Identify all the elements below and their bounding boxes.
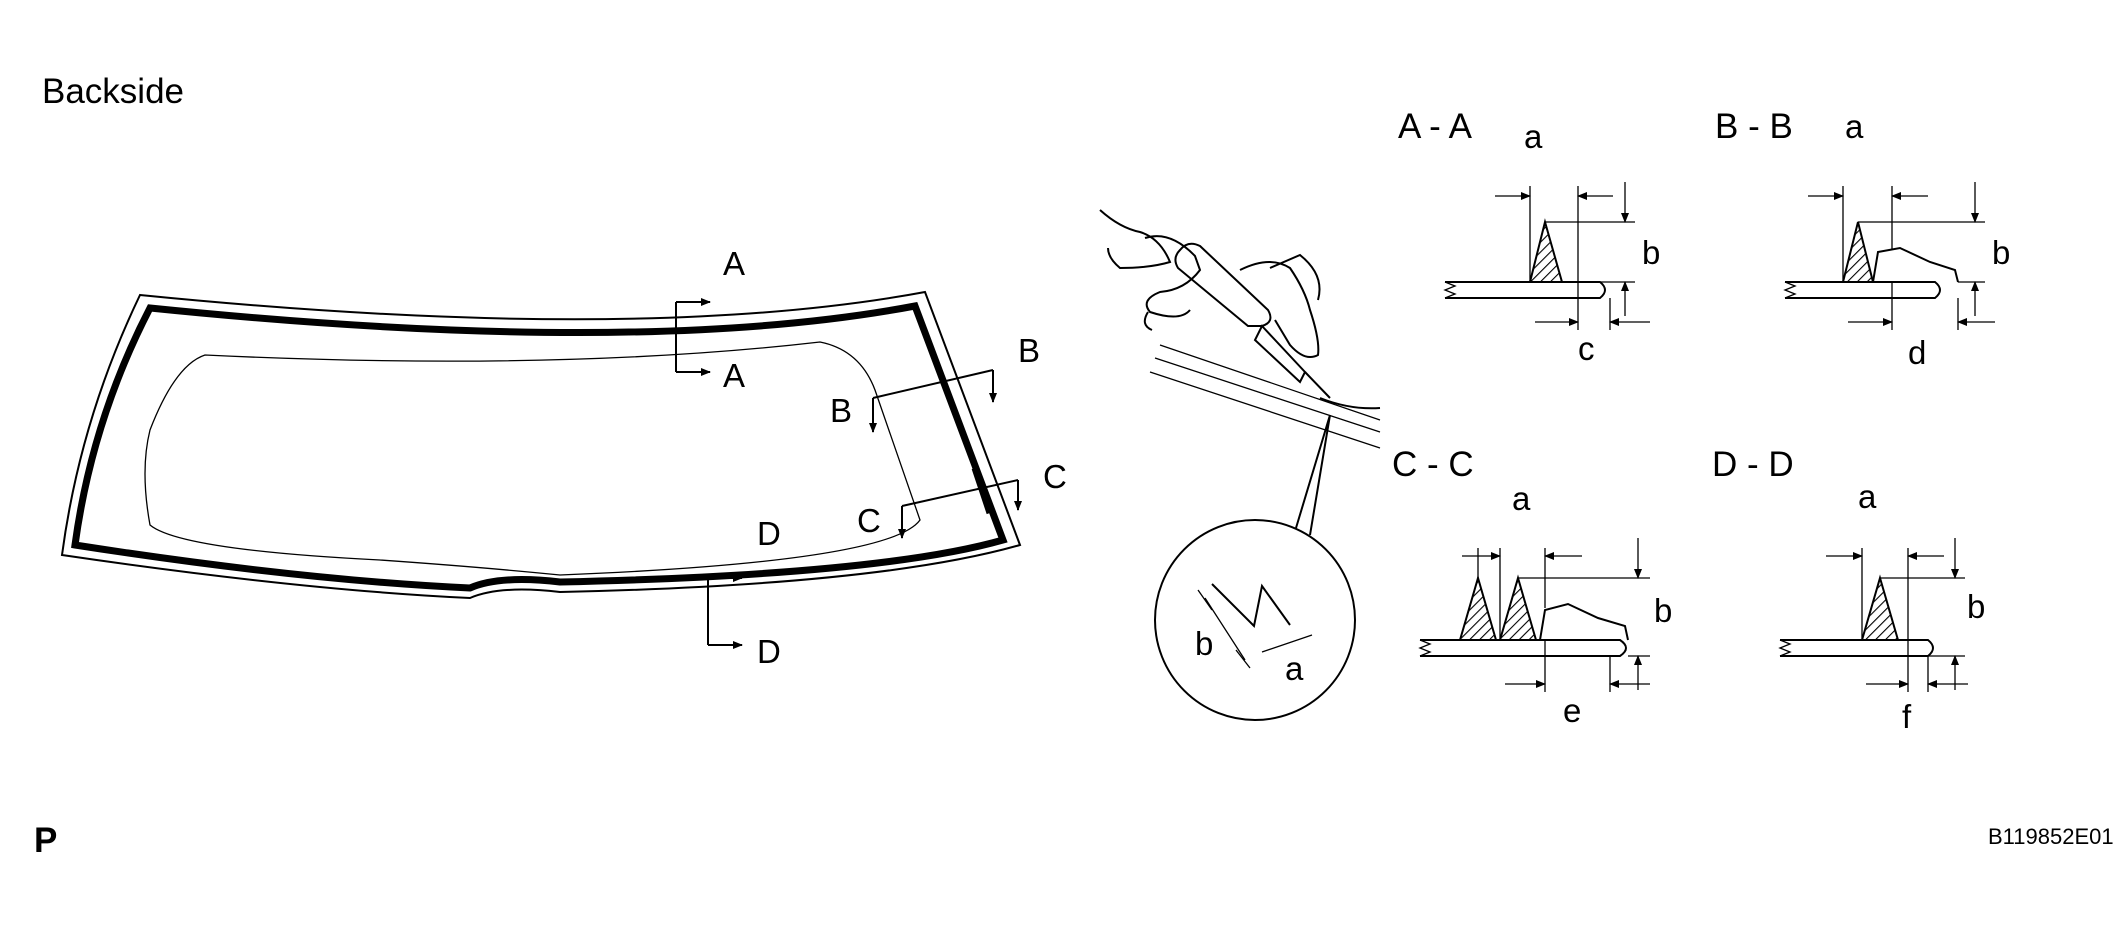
section-b-b: B - B a b d — [1715, 107, 2010, 371]
zoom-label-a: a — [1285, 650, 1304, 687]
section-marker-b: B B — [830, 332, 1040, 433]
section-a-title: A - A — [1398, 107, 1473, 146]
section-b-title: B - B — [1715, 107, 1793, 146]
section-c-dim-e: e — [1563, 692, 1581, 729]
section-marker-a: A A — [675, 245, 745, 394]
marker-a-bottom: A — [723, 357, 745, 394]
marker-a-top: A — [723, 245, 745, 282]
section-d-d: D - D a b f — [1712, 445, 1985, 735]
section-d-dim-b: b — [1967, 588, 1985, 625]
section-marker-d: D D — [707, 515, 781, 670]
zoom-label-b: b — [1195, 625, 1213, 662]
section-a-dim-a: a — [1524, 118, 1543, 155]
section-b-dim-b: b — [1992, 234, 2010, 271]
section-b-dim-a: a — [1845, 108, 1864, 145]
section-c-c: C - C a b e — [1392, 445, 1672, 729]
sealant-gun-illustration — [1099, 209, 1381, 536]
section-d-title: D - D — [1712, 445, 1794, 484]
figure-id: B119852E01 — [1988, 824, 2114, 849]
marker-d-bottom: D — [757, 633, 781, 670]
section-a-a: A - A a b c — [1398, 107, 1660, 367]
page-title: Backside — [42, 72, 184, 111]
corner-mark: P — [34, 821, 57, 860]
marker-c-left: C — [857, 502, 881, 539]
section-c-dim-b: b — [1654, 592, 1672, 629]
section-a-dim-b: b — [1642, 234, 1660, 271]
section-b-dim-d: d — [1908, 334, 1926, 371]
marker-c-right: C — [1043, 458, 1067, 495]
section-d-dim-f: f — [1902, 698, 1912, 735]
marker-b-left: B — [830, 392, 852, 429]
marker-b-right: B — [1018, 332, 1040, 369]
section-c-dim-a: a — [1512, 480, 1531, 517]
section-c-title: C - C — [1392, 445, 1474, 484]
section-a-dim-c: c — [1578, 330, 1595, 367]
windshield-glass — [60, 290, 1022, 600]
section-marker-c: C C — [857, 458, 1067, 539]
section-d-dim-a: a — [1858, 478, 1877, 515]
zoom-detail: b a — [1154, 519, 1356, 721]
marker-d-top: D — [757, 515, 781, 552]
